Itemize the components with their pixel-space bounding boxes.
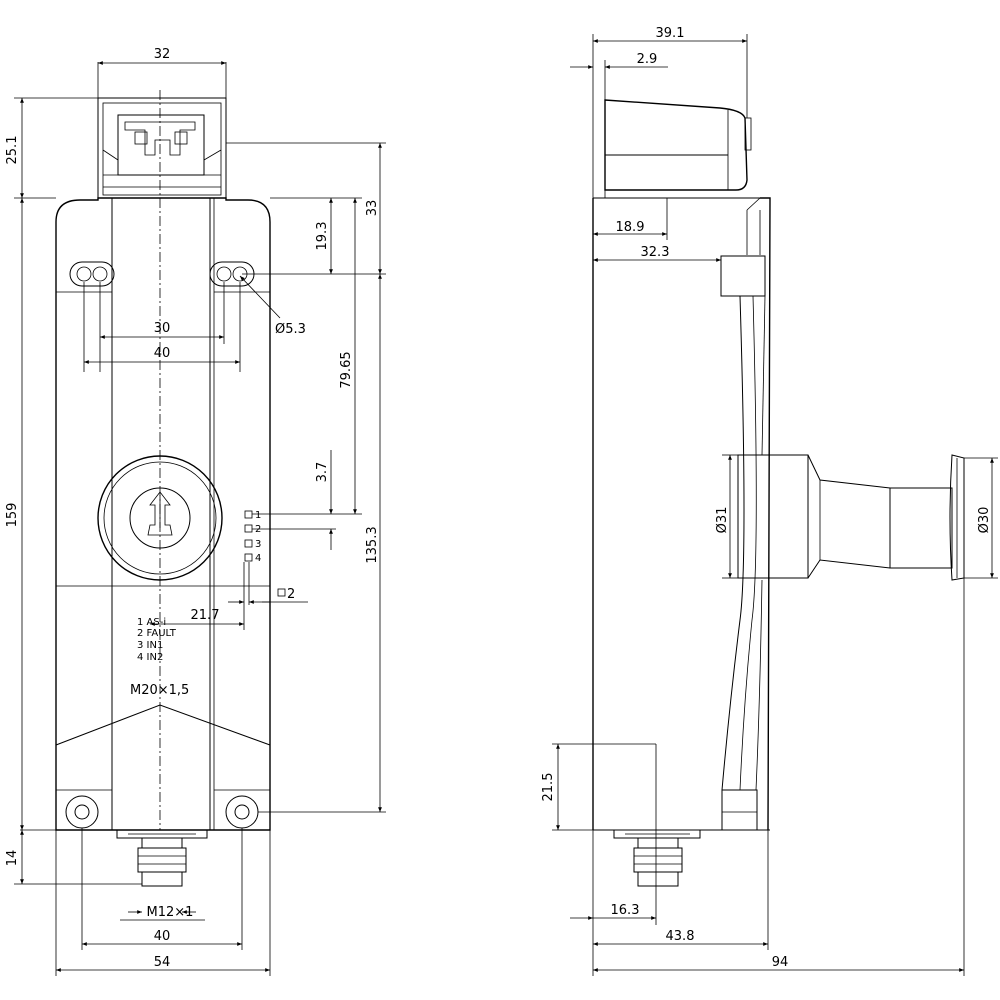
side-connector [613, 829, 701, 887]
m12-connector [116, 829, 208, 887]
dim-33: 33 [365, 200, 380, 217]
dim-19-3: 19.3 [315, 222, 330, 251]
dim-connector-spacing-40: 40 [154, 929, 171, 944]
led-indicators: 1 2 3 4 [244, 510, 261, 564]
dim-hole-spacing-30: 30 [154, 321, 171, 336]
dim-3-7: 3.7 [315, 462, 330, 483]
dim-30: Ø30 [977, 507, 992, 534]
dim-top-height: 25.1 [5, 136, 20, 165]
dim-2-9: 2.9 [637, 52, 658, 67]
led-number-1: 1 [255, 510, 261, 521]
dim-79-65: 79.65 [339, 351, 354, 388]
dim-thread-connector: M12×1 [147, 905, 194, 920]
side-dimensions: 39.1 2.9 18.9 32.3 Ø31 Ø30 21.5 [541, 26, 998, 976]
dim-94: 94 [772, 955, 789, 970]
pin-label-3: 3 IN1 [137, 640, 163, 651]
dim-hole-diameter: Ø5.3 [275, 322, 306, 337]
front-dimensions: 32 25.1 159 14 19.3 33 79.65 [5, 47, 386, 976]
side-actuator-head [604, 99, 752, 198]
side-view: 39.1 2.9 18.9 32.3 Ø31 Ø30 21.5 [541, 26, 998, 976]
dim-led-size: 2 [287, 587, 295, 602]
side-knob [737, 454, 965, 581]
led-number-2: 2 [255, 524, 261, 535]
front-view: 1 2 3 4 1 AS-i 2 FAULT 3 IN1 4 IN2 M20×1… [5, 47, 386, 976]
dim-total-height: 159 [5, 503, 20, 528]
dim-16-3: 16.3 [611, 903, 640, 918]
side-body [592, 197, 771, 831]
led-size-symbol [277, 588, 286, 597]
pin-label-4: 4 IN2 [137, 652, 163, 663]
dim-39-1: 39.1 [656, 26, 685, 41]
switch-body: 1 2 3 4 1 AS-i 2 FAULT 3 IN1 4 IN2 M20×1… [55, 197, 271, 831]
dim-bottom-height: 14 [5, 850, 20, 867]
pin-label-2: 2 FAULT [137, 628, 177, 639]
dim-led-offset: 21.7 [191, 608, 220, 623]
dim-hole-spacing-40: 40 [154, 346, 171, 361]
pin-label-1: 1 AS-i [137, 617, 166, 628]
actuator-head [97, 97, 227, 199]
dim-18-9: 18.9 [616, 220, 645, 235]
led-number-4: 4 [255, 553, 261, 564]
dim-21-5: 21.5 [541, 773, 556, 802]
dim-32-3: 32.3 [641, 245, 670, 260]
dim-width-54: 54 [154, 955, 171, 970]
dim-31: Ø31 [715, 507, 730, 534]
dim-top-width: 32 [154, 47, 171, 62]
dim-43-8: 43.8 [666, 929, 695, 944]
dim-135-3: 135.3 [365, 526, 380, 563]
led-number-3: 3 [255, 539, 261, 550]
